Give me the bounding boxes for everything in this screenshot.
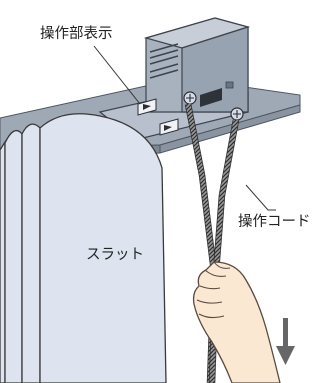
- slat-label: スラット: [86, 247, 144, 263]
- control-unit: [98, 17, 251, 141]
- control-cord-label: 操作コード: [238, 213, 311, 230]
- control-indicator-markers: [137, 98, 179, 136]
- pull-down-arrow: [276, 318, 295, 365]
- control-indicator-leader: [93, 45, 141, 105]
- control-cord-leader: [245, 184, 276, 211]
- leader-lines: [93, 45, 276, 211]
- hand-pulling-cord: [192, 261, 281, 383]
- control-indicator-label: 操作部表示: [40, 25, 113, 42]
- slats: [0, 113, 167, 383]
- front-slat: [39, 113, 167, 383]
